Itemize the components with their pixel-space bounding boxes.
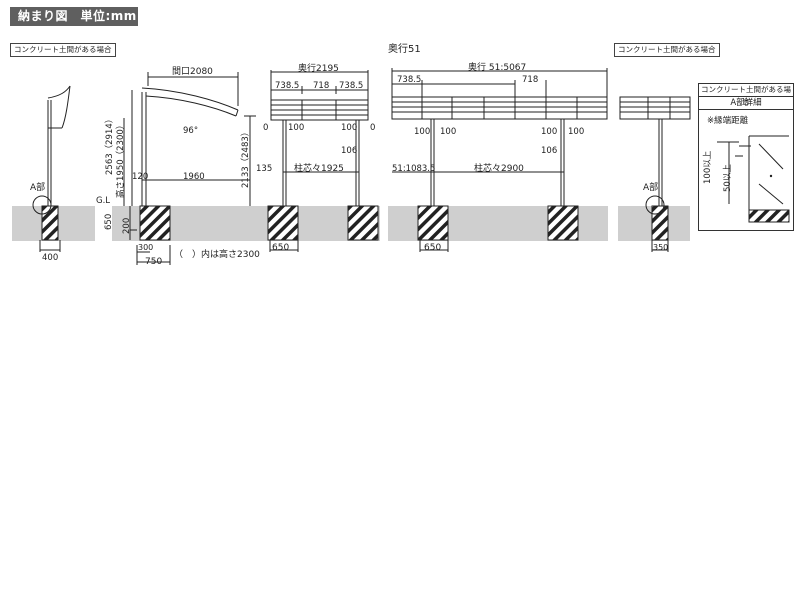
dim-height-total: 2563（2914） (104, 115, 115, 175)
dim-106-b: 106 (541, 146, 557, 156)
left-side-view (32, 85, 71, 252)
dim-right-base: 350 (653, 243, 668, 252)
dim-135: 135 (256, 164, 272, 174)
dim-200-vertical: 200 (122, 218, 132, 234)
dim-zero-b: 0 (370, 123, 375, 133)
dim-post-1925: 柱芯々1925 (294, 162, 344, 174)
concrete-note-right: コンクリート土間がある場合 (614, 43, 720, 57)
dim-left-base: 400 (42, 253, 58, 263)
dim-seg-738-a: 738.5 (275, 81, 299, 91)
dim-depth-2195: 奥行2195 (298, 62, 339, 74)
dim-seg-718: 718 (313, 81, 329, 91)
dim-100-c: 100 (414, 127, 430, 137)
front-view-5067 (391, 68, 608, 252)
dim-100-e: 100 (541, 127, 557, 137)
a-part-detail-box: コンクリート土間がある場合 A部詳細 ※縁端距離 100以上 50以上 (698, 83, 794, 231)
a-part-label-left: A部 (30, 181, 45, 193)
dim-zero-a: 0 (263, 123, 268, 133)
gl-label: G.L (96, 196, 110, 206)
dim-height-beam: 高さ1950（2300） (115, 121, 126, 198)
detail-edge-note: ※縁端距離 (707, 116, 749, 126)
dim-height-front: 2133（2483） (240, 128, 251, 188)
dim-1083: 51:1083.5 (392, 164, 435, 174)
dim-100-d: 100 (440, 127, 456, 137)
dim-100-b: 100 (341, 123, 357, 133)
dim-650-b: 650 (424, 243, 441, 253)
front-view-2195 (269, 70, 369, 252)
detail-drawing (717, 135, 790, 223)
dim-frontage: 間口2080 (172, 66, 213, 77)
main-side-view (123, 72, 256, 265)
dim-300: 300 (138, 243, 153, 252)
dim-seg-718-b: 718 (522, 75, 538, 85)
dim-100-a: 100 (288, 123, 304, 133)
detail-title: コンクリート土間がある場合 (699, 85, 793, 106)
dim-106-a: 106 (341, 146, 357, 156)
dim-1960: 1960 (183, 172, 205, 182)
dim-seg-738-b: 738.5 (339, 81, 363, 91)
angle-label: 96° (183, 126, 198, 136)
foundations (41, 205, 669, 241)
dim-120: 120 (132, 172, 148, 182)
detail-subtitle: A部詳細 (699, 97, 793, 110)
a-part-label-right: A部 (643, 181, 658, 193)
dim-depth-5067: 奥行 51:5067 (468, 61, 526, 73)
concrete-note-left: コンクリート土間がある場合 (10, 43, 116, 57)
dim-650-a: 650 (272, 243, 289, 253)
depth-51-label: 奥行51 (388, 42, 421, 55)
page-title: 納まり図 単位:mm (10, 7, 138, 26)
right-side-view (619, 96, 691, 252)
dim-650-vertical: 650 (104, 214, 114, 230)
dim-750: 750 (145, 257, 162, 267)
dim-100-f: 100 (568, 127, 584, 137)
dim-post-2900: 柱芯々2900 (474, 162, 524, 174)
height-note: （ ）内は高さ2300 (174, 248, 260, 260)
dim-seg-738-c: 738.5 (397, 75, 421, 85)
